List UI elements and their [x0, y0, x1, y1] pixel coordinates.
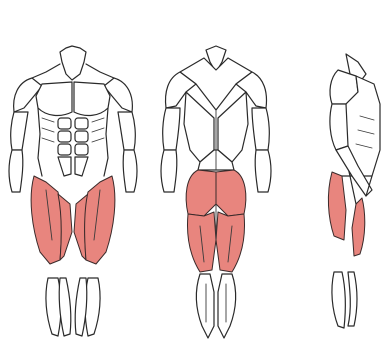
front-serratus [42, 118, 104, 142]
front-torso-outline [38, 108, 108, 176]
front-abdominals [58, 118, 88, 176]
back-left-forearm [161, 150, 177, 192]
front-left-upper-arm [11, 112, 28, 150]
front-right-forearm [123, 150, 137, 192]
side-hamstring [328, 172, 346, 240]
front-right-upper-arm [118, 112, 135, 150]
back-right-calf [218, 274, 236, 338]
back-right-gluteus-maximus [216, 170, 246, 216]
back-left-calf [196, 274, 214, 338]
front-head [60, 46, 86, 80]
front-left-quadriceps [31, 176, 61, 264]
front-right-quadriceps [85, 176, 115, 264]
front-right-pectoral [74, 82, 110, 115]
back-right-forearm [255, 150, 271, 192]
side-quadriceps [352, 198, 365, 256]
front-left-shin [46, 278, 61, 336]
back-left-upper-arm [163, 108, 180, 150]
front-left-pectoral [36, 82, 72, 115]
front-left-shin-inner [59, 278, 71, 336]
side-left-shin [332, 272, 345, 328]
back-view-figure [161, 46, 271, 338]
side-right-shin [348, 272, 357, 326]
side-view-figure [328, 54, 380, 328]
front-view-figure [9, 46, 137, 336]
front-left-forearm [9, 150, 23, 192]
back-left-gluteus-maximus [186, 170, 216, 216]
side-upper-arm [330, 104, 348, 150]
front-right-shin-inner [75, 278, 87, 336]
front-right-shin [85, 278, 100, 336]
back-right-upper-arm [252, 108, 269, 150]
